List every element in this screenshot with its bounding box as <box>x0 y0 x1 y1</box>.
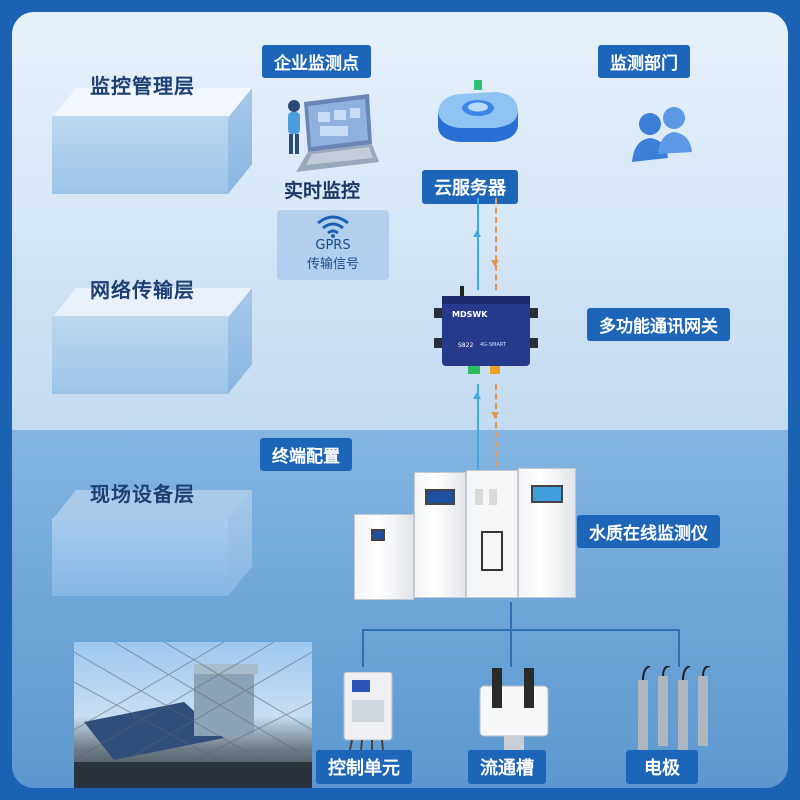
uplink-line-top <box>477 198 479 290</box>
tree-leg-right <box>678 629 680 667</box>
terminal-config-tag: 终端配置 <box>260 438 352 471</box>
downlink-line-bottom <box>495 384 497 476</box>
gprs-label: GPRS <box>315 238 351 253</box>
analyzer-cabinet-1 <box>354 514 414 600</box>
analyzer-cabinet-2 <box>414 472 466 598</box>
users-icon <box>608 107 718 182</box>
tree-leg-mid <box>510 629 512 667</box>
management-layer-block <box>52 88 252 198</box>
cloud-server-icon <box>438 80 519 142</box>
laptop-monitor-icon <box>288 94 379 172</box>
gateway-tag: 多功能通讯网关 <box>587 308 730 341</box>
flow-tank-icon <box>479 668 549 758</box>
downlink-arrow-2 <box>491 412 499 419</box>
gprs-transmission-label: 传输信号 <box>306 257 359 272</box>
cloud-server-tag: 云服务器 <box>422 170 518 204</box>
analyzer-cabinet-4 <box>518 468 576 598</box>
solar-station-illustration <box>74 642 312 788</box>
electrode-tag: 电极 <box>626 750 698 784</box>
gateway-brand: MDSWK <box>452 310 488 319</box>
control-unit-tag: 控制单元 <box>316 750 412 784</box>
management-layer-label: 监控管理层 <box>90 74 195 98</box>
enterprise-point-tag: 企业监测点 <box>262 45 371 78</box>
field-layer-label: 现场设备层 <box>90 482 195 506</box>
analyzer-cabinet-3-open <box>466 470 518 598</box>
gprs-signal-box: GPRS 传输信号 <box>277 210 389 280</box>
tree-leg-left <box>362 629 364 667</box>
monitor-dept-tag: 监测部门 <box>598 45 690 78</box>
field-layer-block <box>52 490 252 600</box>
diagram-panel: 监控管理层 网络传输层 现场设备层 企业监测点 监测部门 实时监控 云服务器 <box>12 12 788 788</box>
network-layer-block <box>52 288 252 398</box>
tree-trunk <box>510 602 512 630</box>
downlink-arrow-1 <box>491 260 499 267</box>
site-photo <box>74 642 312 788</box>
gateway-device-icon <box>434 286 538 374</box>
gateway-sub: 4G-SMART <box>480 342 506 348</box>
control-unit-icon <box>343 672 393 761</box>
uplink-arrow-1 <box>473 230 481 237</box>
water-analyzer-tag: 水质在线监测仪 <box>577 515 720 548</box>
tree-branch <box>362 629 680 631</box>
downlink-line-top <box>495 198 497 290</box>
gateway-model: S822 <box>458 342 474 349</box>
network-layer-label: 网络传输层 <box>90 278 195 302</box>
electrodes-icon <box>638 666 711 754</box>
uplink-arrow-2 <box>473 392 481 399</box>
wifi-icon <box>317 215 349 238</box>
realtime-monitor-caption: 实时监控 <box>284 180 361 202</box>
flow-tank-tag: 流通槽 <box>468 750 546 784</box>
uplink-line-bottom <box>477 384 479 476</box>
